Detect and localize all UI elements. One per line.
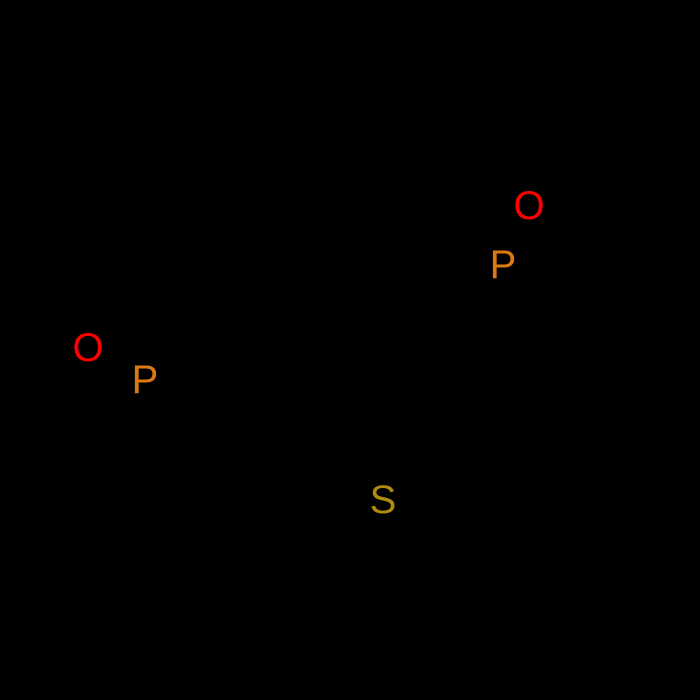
atom-label-sulfur: S xyxy=(369,478,397,522)
atom-label-oxygen-right: O xyxy=(513,184,545,228)
atom-label-phosphorus-left: P xyxy=(131,358,159,402)
atom-label-oxygen-left: O xyxy=(72,326,104,370)
atom-label-phosphorus-right: P xyxy=(489,243,517,287)
